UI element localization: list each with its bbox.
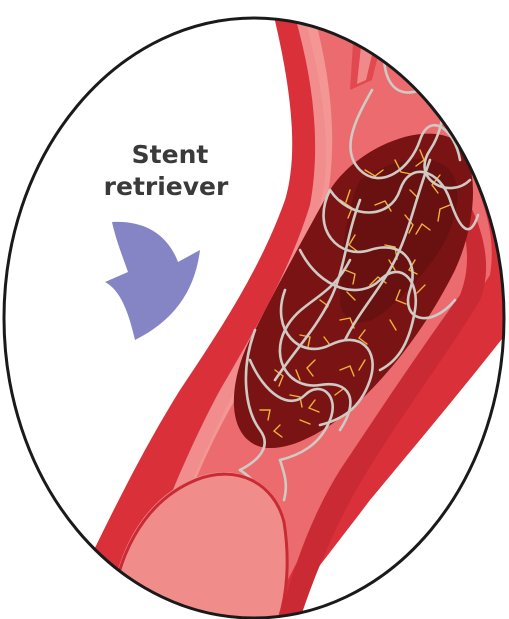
stent-retriever-label-line-1: Stent — [100, 140, 240, 170]
stent-retriever-label-line-2: retriever — [96, 172, 236, 202]
curved-arrow-icon — [105, 222, 200, 340]
